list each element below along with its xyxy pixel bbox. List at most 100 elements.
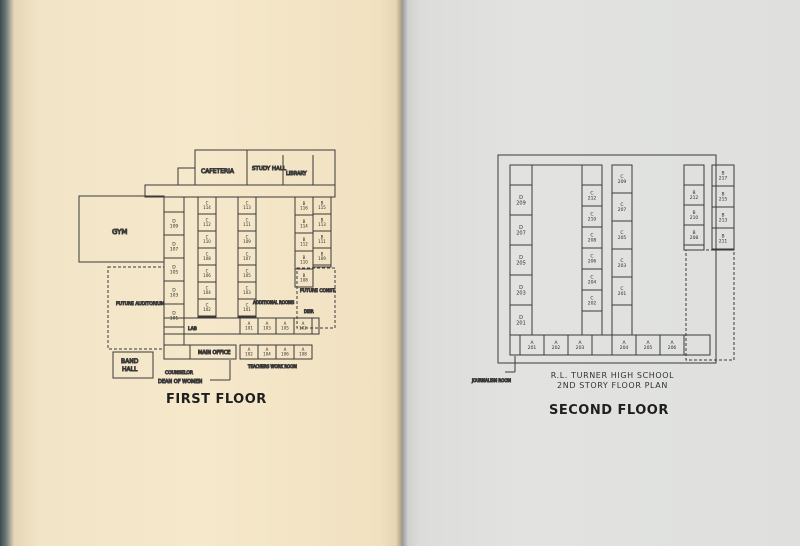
room-number: D bbox=[519, 315, 523, 321]
room-cell bbox=[294, 268, 314, 288]
room-number: B bbox=[303, 255, 306, 260]
room-number: 105 bbox=[281, 326, 289, 331]
room-number: 204 bbox=[620, 345, 629, 351]
room-number: 101 bbox=[170, 316, 179, 322]
room-number: 217 bbox=[719, 176, 728, 182]
second-floor-outline bbox=[497, 154, 717, 364]
room-cell bbox=[711, 227, 735, 250]
room-number: 210 bbox=[588, 217, 597, 223]
room-cell bbox=[293, 344, 313, 360]
room-number: D bbox=[519, 255, 523, 261]
additional-rooms-label: ADDITIONAL ROOMS bbox=[253, 300, 295, 305]
room-number: 108 bbox=[299, 352, 307, 357]
room-number: 112 bbox=[203, 222, 211, 227]
room-number: 107 bbox=[243, 256, 251, 261]
room-number: 101 bbox=[243, 307, 251, 312]
room-number: 205 bbox=[516, 261, 526, 267]
main-office-label: MAIN OFFICE bbox=[198, 350, 230, 356]
room-number: D bbox=[519, 225, 523, 231]
room-number: B bbox=[321, 235, 324, 240]
room-number: 206 bbox=[668, 345, 677, 351]
future-const-label: FUTURE CONST. bbox=[300, 288, 336, 294]
room-number: B bbox=[321, 218, 324, 223]
room-number: C bbox=[620, 174, 623, 180]
room-number: 103 bbox=[263, 326, 271, 331]
room-number: 116 bbox=[300, 206, 308, 211]
room-number: 106 bbox=[203, 273, 211, 278]
room-number: 203 bbox=[576, 345, 585, 351]
plan-title: R.L. TURNER HIGH SCHOOL 2ND STORY FLOOR … bbox=[515, 371, 710, 391]
room-number: 109 bbox=[170, 224, 179, 230]
room-number: 210 bbox=[690, 215, 699, 221]
room-number: 102 bbox=[203, 307, 211, 312]
band-hall-label-2: HALL bbox=[122, 366, 138, 373]
study-hall-label: STUDY HALL bbox=[252, 166, 287, 172]
room-number: C bbox=[590, 233, 593, 239]
room-number: A bbox=[302, 321, 305, 326]
room-number: 205 bbox=[644, 345, 653, 351]
room-number: A bbox=[302, 347, 305, 352]
room-number: 110 bbox=[203, 239, 211, 244]
future-auditorium bbox=[107, 266, 165, 350]
room-number: 112 bbox=[300, 242, 308, 247]
room-number: 201 bbox=[516, 321, 526, 327]
room-number: C bbox=[620, 230, 623, 236]
room-cell bbox=[293, 317, 313, 335]
room-number: 104 bbox=[263, 352, 271, 357]
room-number: 206 bbox=[588, 259, 597, 265]
room-number: B bbox=[692, 230, 695, 236]
room-number: A bbox=[266, 347, 269, 352]
room-number: 110 bbox=[300, 260, 308, 265]
room-number: A bbox=[248, 347, 251, 352]
room-number: C bbox=[590, 296, 593, 302]
room-number: C bbox=[246, 218, 249, 223]
room-cell bbox=[581, 289, 603, 312]
room-number: 209 bbox=[516, 201, 526, 207]
room-number: B bbox=[721, 192, 724, 198]
room-number: 105 bbox=[243, 273, 251, 278]
gym-label: GYM bbox=[112, 228, 127, 236]
room-number: C bbox=[206, 286, 209, 291]
room-number: 111 bbox=[318, 239, 326, 244]
room-number: B bbox=[692, 210, 695, 216]
room-number: D bbox=[519, 195, 523, 201]
room-number: 102 bbox=[299, 326, 307, 331]
room-number: D bbox=[172, 265, 176, 271]
first-floor-caption: FIRST FLOOR bbox=[166, 392, 267, 407]
room-number: A bbox=[646, 340, 650, 346]
counselor-label: COUNSELOR bbox=[165, 370, 193, 376]
room-number: 205 bbox=[618, 235, 627, 241]
dean-of-women-label: DEAN OF WOMEN bbox=[158, 379, 203, 385]
room-number: 209 bbox=[618, 179, 627, 185]
room-number: 115 bbox=[318, 205, 326, 210]
room-number: 108 bbox=[300, 278, 308, 283]
room-number: B bbox=[321, 201, 324, 206]
room-number: A bbox=[266, 321, 269, 326]
room-cell bbox=[683, 224, 705, 246]
room-number: 114 bbox=[300, 224, 308, 229]
room-number: B bbox=[303, 273, 306, 278]
band-hall-label-1: BAND bbox=[121, 358, 139, 365]
room-number: 201 bbox=[618, 291, 627, 297]
room-number: C bbox=[246, 303, 249, 308]
band-hall bbox=[112, 351, 154, 379]
lab-label: LAB bbox=[188, 326, 197, 332]
second-floor-caption: SECOND FLOOR bbox=[549, 403, 669, 418]
room-number: 108 bbox=[203, 256, 211, 261]
room-number: 202 bbox=[588, 301, 597, 307]
room-number: D bbox=[172, 219, 176, 225]
room-number: C bbox=[620, 202, 623, 208]
room-number: B bbox=[303, 237, 306, 242]
room-number: D bbox=[519, 285, 523, 291]
room-number: 211 bbox=[719, 239, 728, 245]
room-number: A bbox=[248, 321, 251, 326]
room-number: C bbox=[590, 191, 593, 197]
cafeteria-label: CAFETERIA bbox=[201, 168, 235, 175]
room-number: 212 bbox=[690, 195, 699, 201]
room-number: 215 bbox=[719, 197, 728, 203]
room-number: B bbox=[303, 219, 306, 224]
room-number: 109 bbox=[318, 256, 326, 261]
room-number: 204 bbox=[588, 280, 597, 286]
